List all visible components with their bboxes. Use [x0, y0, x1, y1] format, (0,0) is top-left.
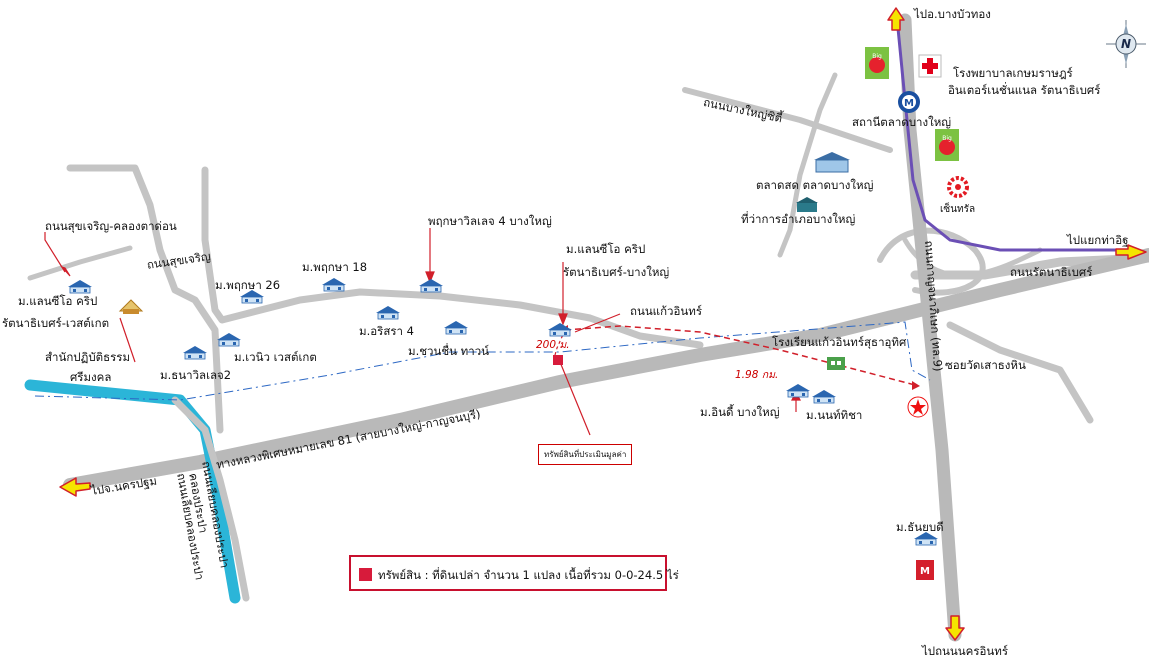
- sukcharoen-road-line: [66, 164, 224, 434]
- label-district-office: ที่ว่าการอำเภอบางใหญ่: [741, 212, 856, 226]
- label-pruksa26: ม.พฤกษา 26: [215, 278, 281, 292]
- label-land-west-1: ม.แลนซีโอ คริป: [18, 294, 98, 308]
- label-station: สถานีตลาดบางใหญ่: [852, 115, 952, 129]
- legend-marker: [359, 568, 372, 581]
- svg-text:Big: Big: [942, 135, 952, 142]
- property-callout: ทรัพย์สินที่ประเมินมูลค่า: [538, 444, 633, 465]
- label-venue: ม.เวนิว เวสต์เกต: [234, 350, 317, 364]
- label-fresh-market: ตลาดสด ตลาดบางใหญ่: [756, 178, 874, 192]
- pointer-kaew: [574, 313, 621, 333]
- property-marker: [553, 355, 563, 365]
- house-icon: [376, 306, 400, 320]
- house-icon: [444, 321, 468, 335]
- label-school: โรงเรียนแก้วอินทร์สุธาอุทิศ: [772, 335, 907, 349]
- label-thana: ม.ธนาวิลเลจ2: [160, 368, 232, 382]
- label-kaew-road: ถนนแก้วอินทร์: [630, 304, 703, 318]
- purple-line-track: [895, 17, 1130, 252]
- house-icon: [183, 346, 207, 360]
- label-indy: ม.อินดี้ บางใหญ่: [700, 405, 780, 419]
- pointer-sukcharoen: [44, 232, 66, 273]
- compass-icon: N: [1106, 20, 1146, 68]
- district-office-icon: [796, 197, 818, 212]
- bang-yai-city-road-line: [682, 87, 893, 153]
- house-icon: [548, 323, 572, 337]
- temple-icon: [118, 299, 144, 314]
- hospital-cross-icon: [918, 54, 942, 78]
- makro-logo: M: [916, 560, 934, 580]
- house-icon: [217, 333, 241, 347]
- property-legend: ทรัพย์สิน : ที่ดินเปล่า จำนวน 1 แปลง เนื…: [349, 555, 679, 591]
- svg-text:Big: Big: [872, 53, 882, 60]
- soi-wat-line: [946, 321, 1094, 424]
- svg-text:M: M: [920, 566, 930, 577]
- house-icon: [240, 290, 264, 304]
- house-icon: [786, 384, 810, 398]
- north-connector-line: [777, 72, 838, 258]
- market-icon: [814, 152, 850, 173]
- pointer-property: [559, 361, 591, 436]
- legend-text: ทรัพย์สิน : ที่ดินเปล่า จำนวน 1 แปลง เนื…: [378, 568, 679, 582]
- label-arisara: ม.อริสรา 4: [359, 324, 414, 338]
- label-central: เซ็นทรัล: [940, 204, 976, 215]
- house-icon: [68, 280, 92, 294]
- arrow-north-icon: [887, 7, 905, 31]
- label-nonthicha: ม.นนท์ทิชา: [806, 408, 863, 422]
- sukcharoen-branch-line: [27, 245, 133, 281]
- label-to-thaiit: ไปแยกท่าอิฐ: [1067, 233, 1129, 247]
- label-soi-wat: ซอยวัดเสาธงหิน: [945, 358, 1026, 372]
- interchange-ring: [877, 227, 986, 296]
- house-icon: [322, 278, 346, 292]
- label-land-main-2: รัตนาธิเบศร์-บางใหญ่: [563, 265, 670, 279]
- school-icon: [827, 357, 845, 370]
- label-land-west-2: รัตนาธิเบศร์-เวสต์เกต: [2, 316, 110, 330]
- svg-text:M: M: [904, 98, 914, 109]
- label-rattanathibet-road: ถนนรัตนาธิเบศร์: [1010, 265, 1093, 279]
- label-pruksa18: ม.พฤกษา 18: [302, 260, 368, 274]
- label-distance-198: 1.98 กม.: [735, 369, 779, 381]
- arrow-south-icon: [945, 615, 965, 641]
- label-samnak-2: ศรีมงคล: [70, 370, 112, 384]
- label-hospital-line2: อินเตอร์เนชั่นแนล รัตนาธิเบศร์: [948, 83, 1101, 97]
- caltex-logo: [907, 396, 929, 418]
- label-hospital: โรงพยาบาลเกษมราษฎร์: [953, 66, 1073, 80]
- highway-81-line: [63, 248, 1149, 492]
- compass-letter: N: [1121, 37, 1131, 51]
- pruksa-road-line: [201, 166, 704, 349]
- central-logo: [947, 176, 969, 198]
- label-samnak-1: สำนักปฏิบัติธรรม: [45, 350, 131, 364]
- label-to-bangbuathong: ไปอ.บางบัวทอง: [914, 7, 991, 21]
- label-land-main-1: ม.แลนซีโอ คริป: [566, 242, 646, 256]
- label-pruksa-village4: พฤกษาวิลเลจ 4 บางใหญ่: [428, 214, 552, 228]
- arrow-east-icon: [1115, 244, 1147, 260]
- big-c-logo: Big: [865, 47, 889, 79]
- label-thanyabadi: ม.ธันยบดี: [896, 520, 944, 534]
- label-distance-200: 200 ม.: [536, 339, 570, 351]
- big-c-logo: Big: [935, 129, 959, 161]
- red-dashed-route: [564, 325, 916, 386]
- label-sukcharoen-title: ถนนสุขเจริญ-คลองตาด่อน: [45, 219, 177, 233]
- house-icon: [419, 279, 443, 293]
- label-chuanchuen: ม.ชวนชื่น ทาวน์: [408, 344, 490, 358]
- house-icon: [914, 532, 938, 546]
- house-icon: [812, 390, 836, 404]
- pointer-samnak: [119, 317, 136, 363]
- blue-dashed-route: [34, 321, 931, 401]
- canal-road-line: [171, 396, 250, 602]
- arrow-west-icon: [59, 477, 91, 497]
- label-to-nakhonin: ไปถนนนครอินทร์: [922, 644, 1009, 658]
- metro-station-icon: M: [898, 91, 920, 113]
